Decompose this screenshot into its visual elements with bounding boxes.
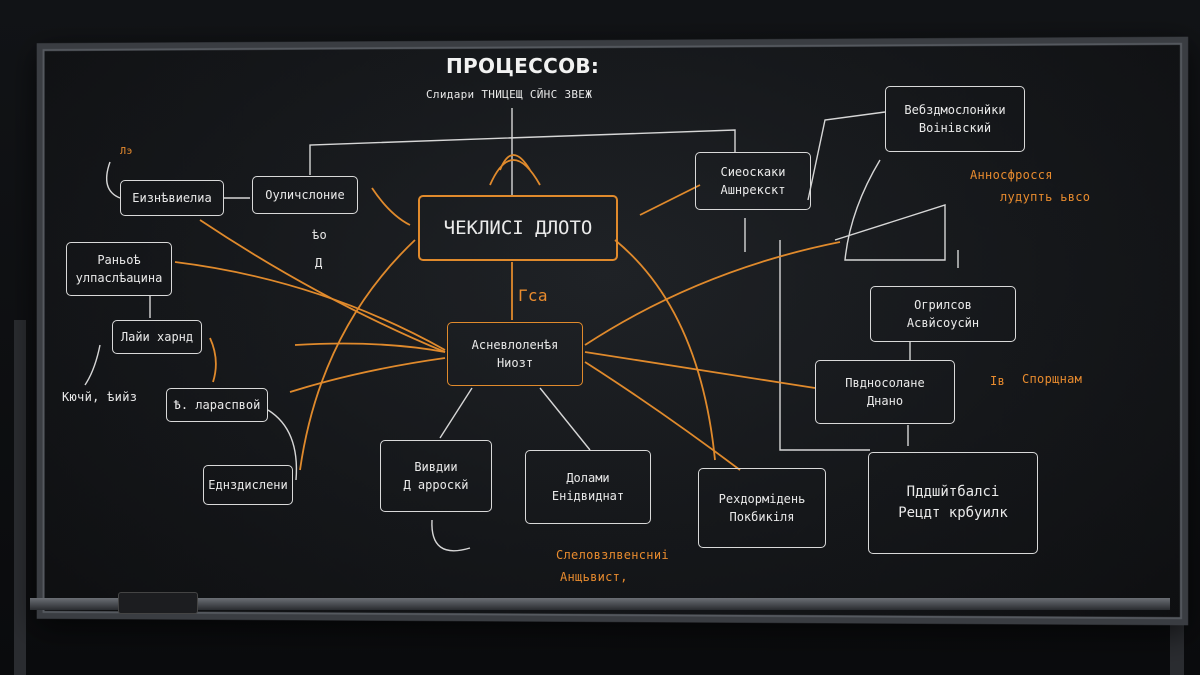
right-note-1a: Анносфросся xyxy=(970,168,1053,182)
right-note-1b: лудупть ьвсо xyxy=(1000,190,1091,204)
left-note-top: Лэ xyxy=(120,146,133,157)
eraser xyxy=(118,592,198,614)
mid-note: Гса xyxy=(518,286,548,305)
board-subtitle: Слидари ТНИЦЕЩ СЙНС ЗВЕЖ xyxy=(426,88,593,101)
left-note-3: Д xyxy=(315,256,323,270)
right-note-2: Спорщнам xyxy=(1022,372,1083,386)
left-node-2: Оуличслоние xyxy=(252,176,358,214)
left-note-2: ѣо xyxy=(312,228,328,242)
bottom-note-2: Анщьвист, xyxy=(560,570,628,584)
left-node-4: Лайи харнд xyxy=(112,320,202,354)
left-node-6: Еднздислени xyxy=(203,465,293,505)
left-node-1: Еизнѣвиелиа xyxy=(120,180,224,216)
board-title: ПРОЦЕССОВ: xyxy=(446,54,600,78)
right-note-3: Ів xyxy=(990,374,1006,388)
left-node-5: Ѣ. лараспвой xyxy=(166,388,268,422)
left-stand-post xyxy=(14,320,26,675)
chalk-tray xyxy=(30,598,1170,610)
center-node: ЧЕКЛИСІ ДЛОТО xyxy=(418,195,618,261)
bottom-note-1: Слеловзлвенсниі xyxy=(556,548,669,562)
left-note-1: Кючй, ѣийз xyxy=(62,390,138,404)
